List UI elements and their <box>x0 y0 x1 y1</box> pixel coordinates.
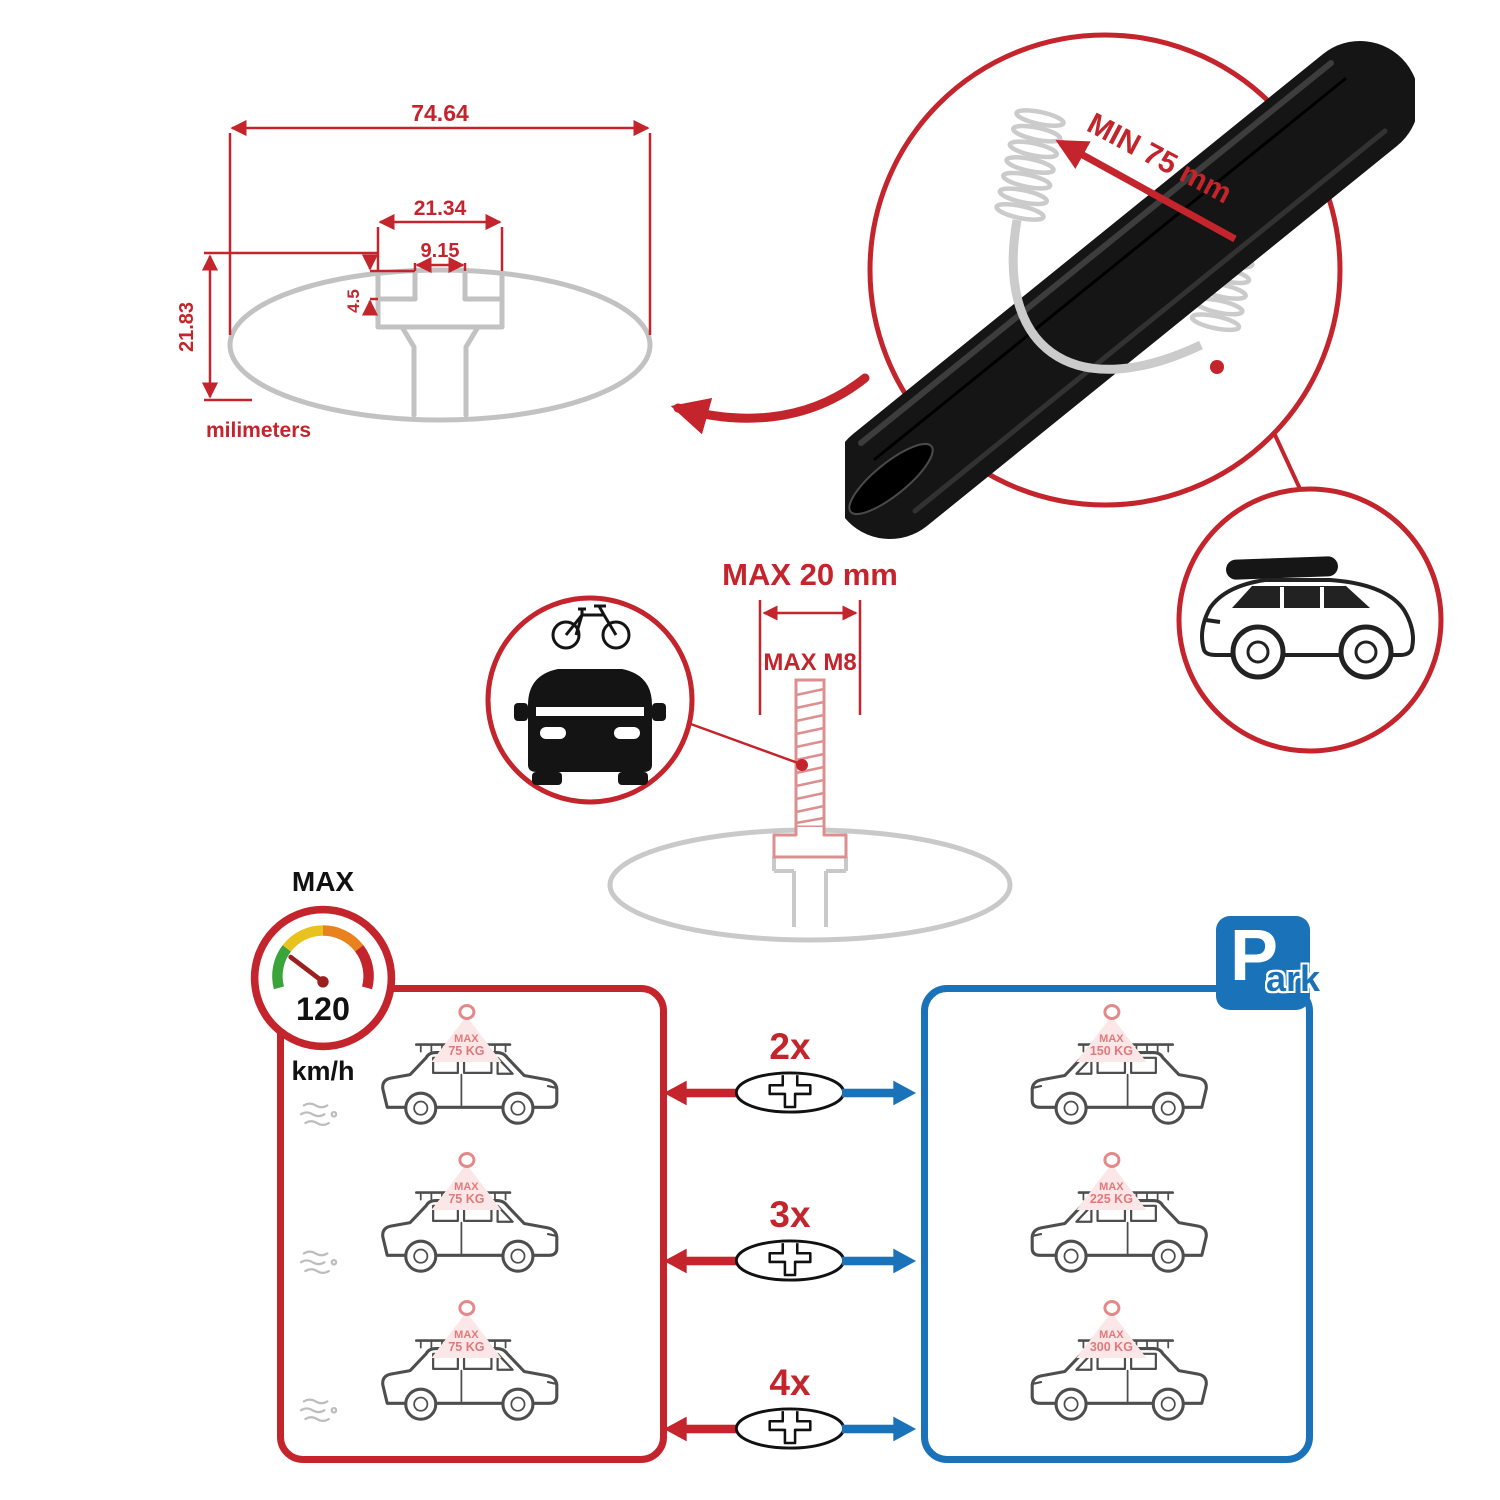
car-row: MAX 75 KG <box>298 1004 646 1148</box>
tag-max-label: MAX <box>454 1032 479 1045</box>
fixing-point-dot <box>1210 360 1224 374</box>
tag-load-value: 300 KG <box>1089 1340 1133 1355</box>
park-sign-p: P <box>1230 916 1279 996</box>
dim-slot-width: 9.15 <box>421 240 460 262</box>
dimension-lines <box>201 119 652 402</box>
car-front-bike-circle <box>485 595 695 805</box>
fitting-strap-icon <box>1008 219 1203 374</box>
roof-load-tag: MAX 225 KG <box>1076 1152 1147 1210</box>
min-span-arrow <box>1055 139 1237 243</box>
tag-load-value: 75 KG <box>448 1192 485 1207</box>
tag-max-label: MAX <box>1099 1328 1124 1341</box>
tag-max-label: MAX <box>1099 1180 1124 1193</box>
roof-load-tag: MAX 150 KG <box>1076 1004 1147 1062</box>
speed-max-label: MAX <box>291 866 355 897</box>
gauge-needle <box>288 954 326 985</box>
crossbar-section-icon <box>732 1405 848 1452</box>
bar-count-label: 2x <box>769 1026 811 1067</box>
park-sign-ark: ark <box>1266 958 1321 999</box>
speed-unit-label: km/h <box>291 1056 355 1086</box>
tag-load-value: 75 KG <box>448 1044 485 1059</box>
bar-count-label: 3x <box>769 1194 811 1235</box>
tag-hook-icon <box>457 1300 475 1317</box>
left-arrow-icon <box>663 1416 738 1441</box>
car-row: MAX 300 KG <box>942 1300 1292 1444</box>
bolt-dimension-diagram: MAX 20 mm MAX M8 <box>485 557 1013 943</box>
dim-channel-width: 21.34 <box>414 197 467 220</box>
tag-load-value: 225 KG <box>1089 1192 1133 1207</box>
parked-load-panel: MAX 150 KG MAX 225 KG MAX 300 KG <box>921 985 1313 1463</box>
tag-hook-icon <box>1102 1152 1120 1169</box>
tag-max-label: MAX <box>1099 1032 1124 1045</box>
max-width-label: MAX 20 mm <box>722 557 898 592</box>
car-row: MAX 150 KG <box>942 1004 1292 1148</box>
car-row: MAX 225 KG <box>942 1152 1292 1296</box>
tag-hook-icon <box>457 1152 475 1169</box>
motion-lines-icon <box>298 1392 342 1430</box>
motion-lines-icon <box>298 1244 342 1282</box>
dimension-labels: 74.64 21.34 9.15 4.5 21.83 milimeters <box>176 100 469 442</box>
count-row: 2x <box>660 1028 920 1116</box>
motion-lines-icon <box>298 1096 342 1134</box>
speed-value: 120 <box>296 991 350 1027</box>
crossbar-detail-circle: MIN 75 mm <box>845 32 1415 539</box>
roof-load-tag: MAX 75 KG <box>431 1004 502 1062</box>
right-arrow-icon <box>842 1416 917 1441</box>
suv-roofbox-circle <box>1176 486 1444 754</box>
tag-hook-icon <box>457 1004 475 1021</box>
gauge-icon: 120 <box>250 905 396 1051</box>
car-row: MAX 75 KG <box>298 1152 646 1296</box>
bolt-dim-lines <box>687 600 862 765</box>
tag-load-value: 75 KG <box>448 1340 485 1355</box>
left-arrow-icon <box>663 1248 738 1273</box>
speed-limit-gauge: MAX 120 km/h <box>247 866 399 1087</box>
bolt-pointer-dot <box>796 759 808 771</box>
car-front-icon <box>514 669 666 785</box>
tag-load-value: 150 KG <box>1089 1044 1133 1059</box>
t-bolt-icon <box>772 678 848 859</box>
roof-load-tag: MAX 300 KG <box>1076 1300 1147 1358</box>
slot-profile-gray <box>772 857 848 927</box>
right-arrow-icon <box>842 1080 917 1105</box>
roof-box-icon <box>1226 556 1338 580</box>
crossbar-cross-section-dimension-diagram: 74.64 21.34 9.15 4.5 21.83 milimeters <box>176 100 653 442</box>
bike-icon <box>551 604 631 650</box>
car-row: MAX 75 KG <box>298 1300 646 1444</box>
crossbar-section-icon <box>732 1237 848 1284</box>
tag-hook-icon <box>1102 1004 1120 1021</box>
crossbar-profile-outline <box>227 267 653 423</box>
crossbar-3d <box>845 41 1415 539</box>
dim-total-height: 21.83 <box>176 302 198 352</box>
detail-pointer-arrow <box>670 373 870 435</box>
count-row: 4x <box>660 1364 920 1452</box>
right-arrow-icon <box>842 1248 917 1273</box>
count-row: 3x <box>660 1196 920 1284</box>
driving-load-panel: MAX 75 KG MAX 75 KG MAX 75 KG <box>277 985 667 1463</box>
tag-max-label: MAX <box>454 1328 479 1341</box>
tag-hook-icon <box>1102 1300 1120 1317</box>
max-thread-label: MAX M8 <box>763 649 856 676</box>
left-arrow-icon <box>663 1080 738 1105</box>
crossbar-section-icon <box>732 1069 848 1116</box>
units-label: milimeters <box>206 419 311 442</box>
bar-count-column: 2x 3x 4x <box>660 1028 920 1452</box>
bar-count-label: 4x <box>769 1362 811 1403</box>
park-sign: P ark <box>1216 916 1320 1010</box>
roof-load-tag: MAX 75 KG <box>431 1152 502 1210</box>
tag-max-label: MAX <box>454 1180 479 1193</box>
dim-total-width: 74.64 <box>411 100 469 126</box>
suv-illustration <box>1200 556 1415 680</box>
gauge-arcs <box>272 925 374 990</box>
roof-load-tag: MAX 75 KG <box>431 1300 502 1358</box>
dim-lip-depth: 4.5 <box>344 289 363 313</box>
